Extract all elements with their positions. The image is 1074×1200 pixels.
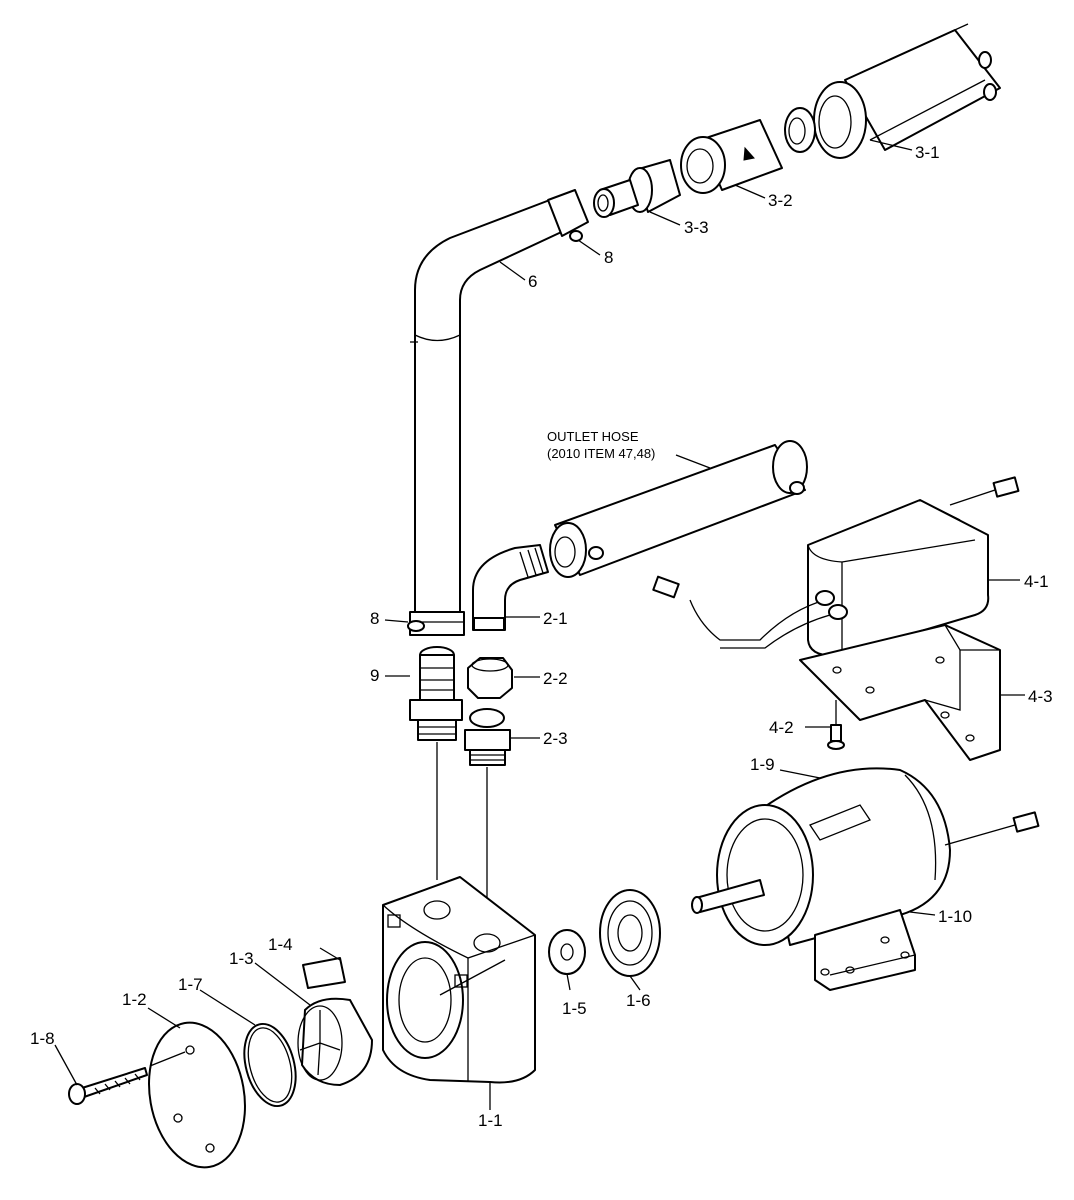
part-1-2-cover-plate (148, 1021, 246, 1169)
part-3-3-hose-nipple (593, 159, 681, 218)
part-1-3-impeller (297, 997, 373, 1086)
label-1-10: 1-10 (938, 907, 972, 926)
label-4-2: 4-2 (769, 718, 794, 737)
part-3-1-hex-adapter (784, 23, 1001, 159)
label-2-1: 2-1 (543, 609, 568, 628)
part-4-3-bracket (799, 624, 1001, 761)
part-1-1-pump-body (382, 876, 536, 1084)
label-8-top: 8 (604, 248, 613, 267)
part-2-2-hex-nut (467, 657, 513, 699)
part-4-1-control-box (652, 476, 1020, 657)
part-1-6-bearing (599, 889, 661, 977)
part-1-4-vane (302, 957, 346, 989)
part-2-3-fitting (464, 708, 511, 766)
part-labels: 3-1 3-2 3-3 8 6 8 9 2-1 2-2 2-3 4-1 4-3 … (30, 143, 1053, 1130)
outlet-hose-note-line2: (2010 ITEM 47,48) (547, 446, 655, 461)
label-1-2: 1-2 (122, 990, 147, 1009)
label-3-2: 3-2 (768, 191, 793, 210)
label-1-6: 1-6 (626, 991, 651, 1010)
part-1-9-motor (691, 767, 1040, 946)
label-3-1: 3-1 (915, 143, 940, 162)
label-6: 6 (528, 272, 537, 291)
label-9: 9 (370, 666, 379, 685)
part-1-8-screw (68, 1051, 186, 1105)
outlet-hose-note-line1: OUTLET HOSE (547, 429, 639, 444)
part-3-2-check-valve (680, 119, 783, 194)
part-9-nipple (409, 646, 463, 741)
part-6-hose (407, 189, 589, 636)
label-1-7: 1-7 (178, 975, 203, 994)
outlet-hose (549, 440, 808, 578)
label-3-3: 3-3 (684, 218, 709, 237)
label-1-9: 1-9 (750, 755, 775, 774)
label-4-3: 4-3 (1028, 687, 1053, 706)
label-1-8: 1-8 (30, 1029, 55, 1048)
part-1-7-o-ring (243, 1022, 297, 1108)
label-4-1: 4-1 (1024, 572, 1049, 591)
label-1-1: 1-1 (478, 1111, 503, 1130)
label-8-bottom: 8 (370, 609, 379, 628)
label-1-5: 1-5 (562, 999, 587, 1018)
part-4-2-screw (827, 700, 845, 750)
leader-lines (54, 139, 1025, 1110)
part-2-1-elbow (472, 544, 549, 631)
label-1-3: 1-3 (229, 949, 254, 968)
label-2-2: 2-2 (543, 669, 568, 688)
part-1-10-motor-foot (814, 909, 916, 991)
part-1-5-spacer (548, 929, 586, 975)
label-2-3: 2-3 (543, 729, 568, 748)
label-1-4: 1-4 (268, 935, 293, 954)
